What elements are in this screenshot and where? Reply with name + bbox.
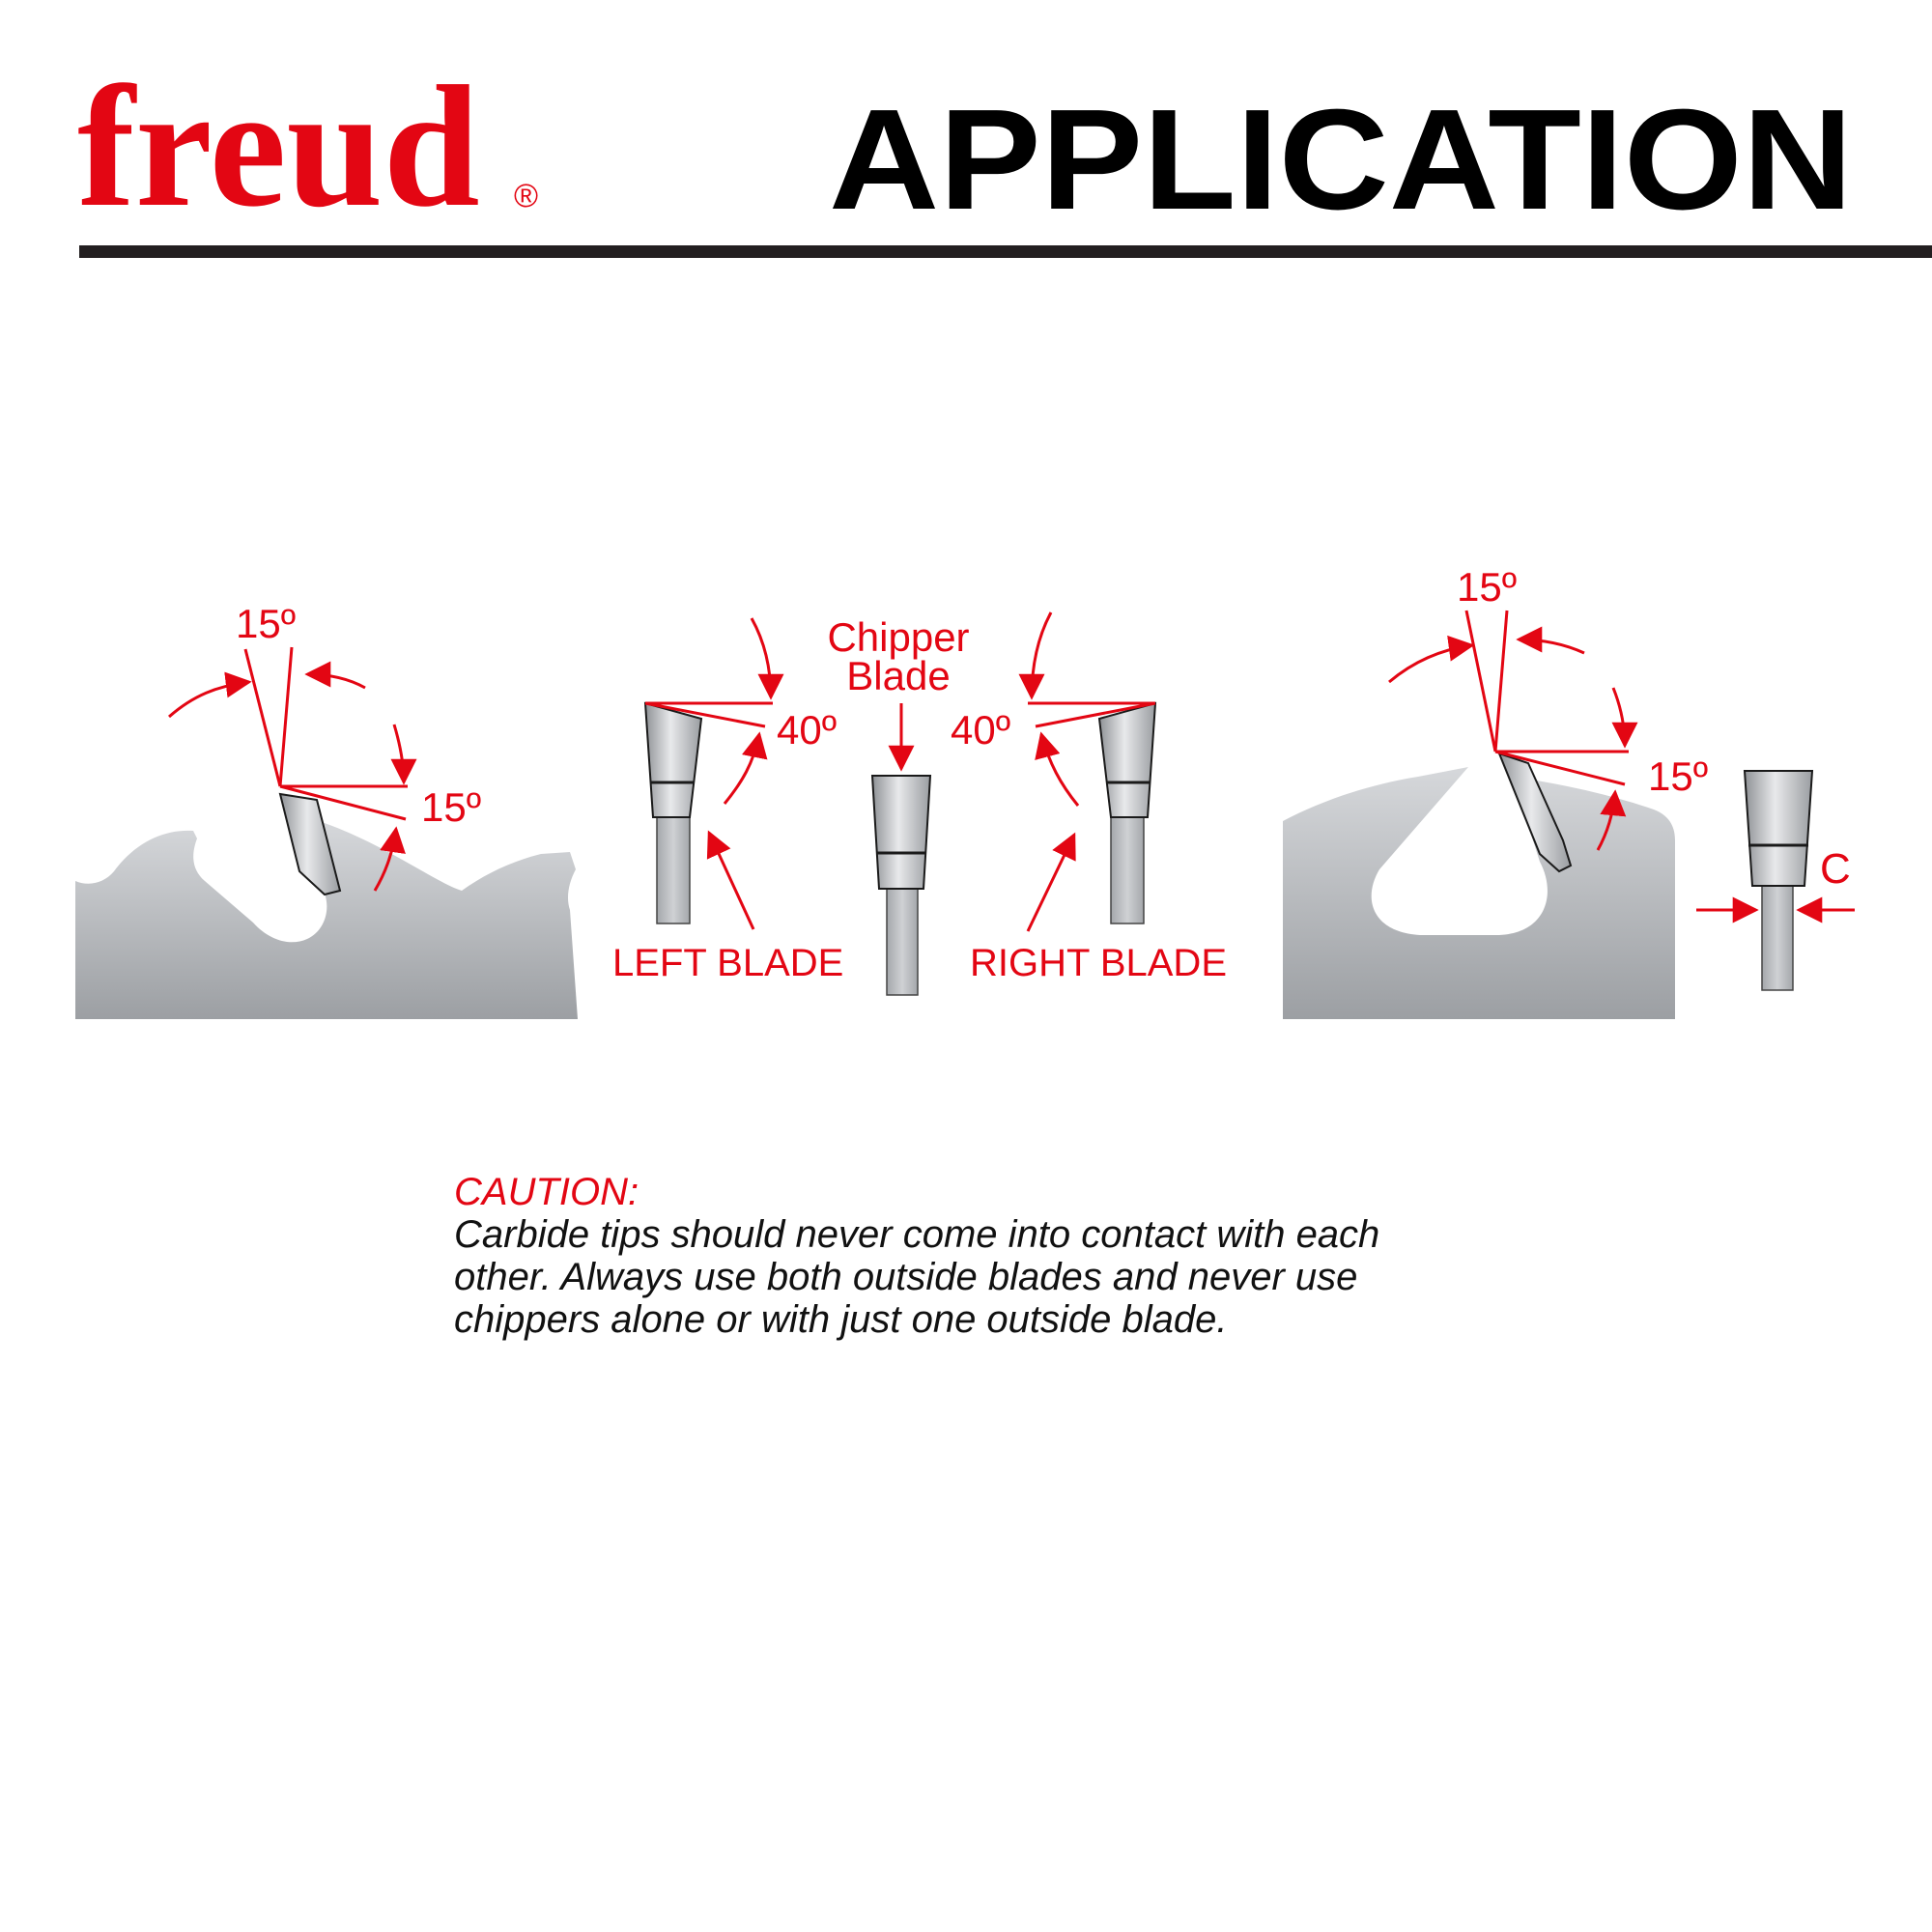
- left-blade-pointer-arrow: [706, 830, 755, 930]
- right-side-angle-label: 15º: [1648, 753, 1708, 799]
- left-blade-body: [656, 816, 691, 924]
- clearance-chipper-tip: [1743, 770, 1814, 887]
- left-blade-arc-a: [750, 617, 784, 700]
- right-carbide-tip: [1497, 752, 1573, 873]
- right-side-arc-b: [1596, 789, 1627, 851]
- clearance-chipper-body: [1761, 885, 1794, 991]
- left-carbide-tip: [278, 792, 342, 896]
- caution-title: CAUTION:: [454, 1171, 639, 1213]
- left-hook-line: [243, 648, 282, 787]
- left-side-arc-a: [390, 724, 417, 785]
- right-top-angle-label: 15º: [1457, 564, 1517, 610]
- chipper-label-line1: Chipper: [827, 614, 969, 660]
- right-blade-body: [1110, 816, 1145, 924]
- right-blade-label: RIGHT BLADE: [970, 942, 1227, 984]
- left-blade-tip: [643, 701, 703, 818]
- right-chipper-plate-diagram: 15º 15º C: [1283, 564, 1855, 1019]
- right-top-arc-a: [1388, 635, 1475, 684]
- right-blade-tip: [1097, 701, 1157, 818]
- left-blade-arc-b: [723, 731, 768, 805]
- left-side-arc-b: [373, 826, 406, 892]
- registered-mark: ®: [514, 178, 538, 214]
- right-blade-pointer-arrow: [1026, 832, 1076, 932]
- chipper-blade: [870, 775, 932, 996]
- left-top-arc-b: [304, 661, 366, 690]
- right-radial-line: [1493, 610, 1509, 753]
- caution-line-1: Carbide tips should never come into cont…: [454, 1213, 1380, 1256]
- left-blade-label: LEFT BLADE: [612, 942, 843, 984]
- clearance-label: C: [1820, 845, 1851, 893]
- header-divider: [79, 245, 1932, 258]
- right-blade-angle-label: 40º: [951, 707, 1010, 753]
- right-side-arc-a: [1611, 687, 1638, 749]
- left-side-angle-label: 15º: [421, 784, 481, 830]
- dado-blade-set-diagram: 40º 40º Chipper Blade LEFT BLADE RIGHT B…: [612, 611, 1227, 996]
- right-blade-arc-b: [1035, 731, 1080, 807]
- freud-logo: freud: [77, 50, 480, 242]
- caution-line-3: chippers alone or with just one outside …: [454, 1298, 1228, 1341]
- right-chipper-plate: [1283, 767, 1675, 1019]
- left-outside-blade: [643, 701, 703, 924]
- left-top-arc-a: [168, 671, 252, 719]
- caution-line-2: other. Always use both outside blades an…: [454, 1256, 1358, 1298]
- right-hook-line: [1464, 610, 1497, 753]
- left-bevel-line: [279, 784, 407, 821]
- left-blade-angle-label: 40º: [777, 707, 837, 753]
- left-saw-plate: [75, 821, 578, 1019]
- left-top-angle-label: 15º: [236, 601, 296, 646]
- right-outside-blade: [1097, 701, 1157, 924]
- page-title: APPLICATION: [829, 80, 1853, 240]
- caution-notice: CAUTION: Carbide tips should never come …: [454, 1171, 1613, 1341]
- left-blade-bevel-line: [644, 701, 766, 728]
- right-blade-arc-a: [1018, 611, 1053, 700]
- left-saw-plate-diagram: 15º 15º: [75, 601, 578, 1019]
- left-radial-line: [278, 646, 294, 787]
- chipper-tip: [870, 775, 932, 890]
- chipper-body: [886, 888, 919, 996]
- right-bevel-line: [1494, 750, 1626, 786]
- right-top-arc-b: [1516, 626, 1585, 655]
- chipper-label-line2: Blade: [846, 653, 950, 698]
- right-blade-bevel-line: [1035, 701, 1156, 728]
